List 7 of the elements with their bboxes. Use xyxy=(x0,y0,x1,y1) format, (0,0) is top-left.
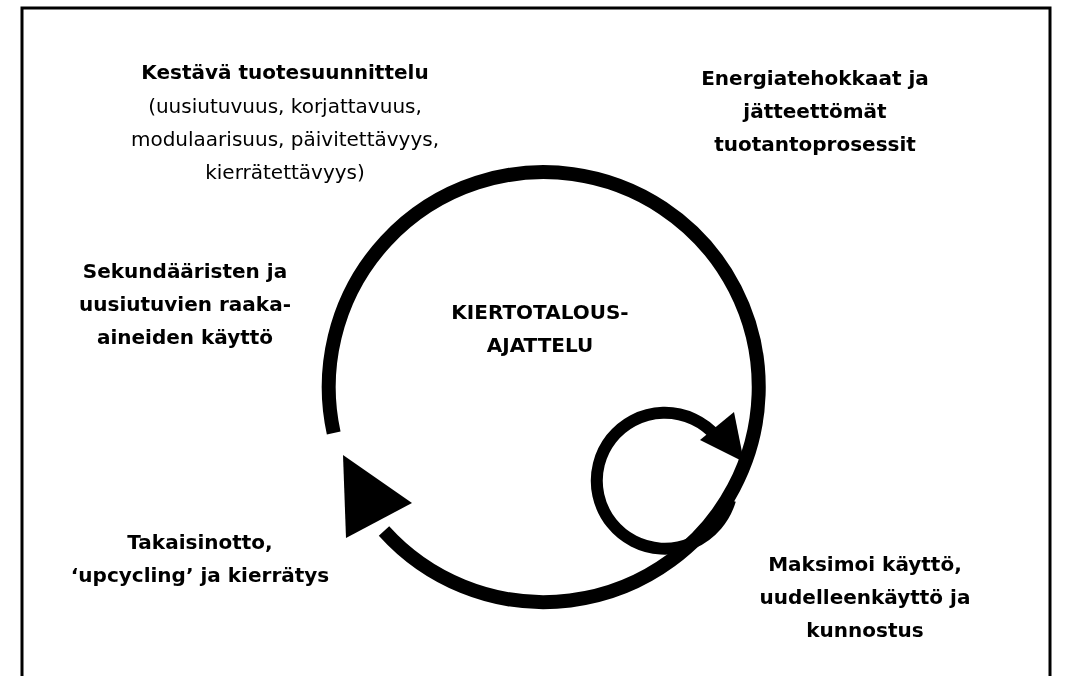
body-text: (uusiutuvuus, korjattavuus, modulaarisuus, päivitettävyys, kierrätettävyys) xyxy=(129,93,441,186)
heading-text: Maksimoi käyttö, uudelleenkäyttö ja kunnostus xyxy=(758,551,972,644)
heading-text: Sekundääristen ja uusiutuvien raaka-aineiden käyttö xyxy=(78,258,292,351)
center-title: KIERTOTALOUS-AJATTELU xyxy=(450,299,630,359)
heading-text: Kestävä tuotesuunnittelu xyxy=(140,59,430,86)
heading-text: Energiatehokkaat ja jätteettömät tuotantoprosessit xyxy=(700,65,930,158)
heading-text: Takaisinotto, ‘upcycling’ ja kierrätys xyxy=(70,529,330,589)
